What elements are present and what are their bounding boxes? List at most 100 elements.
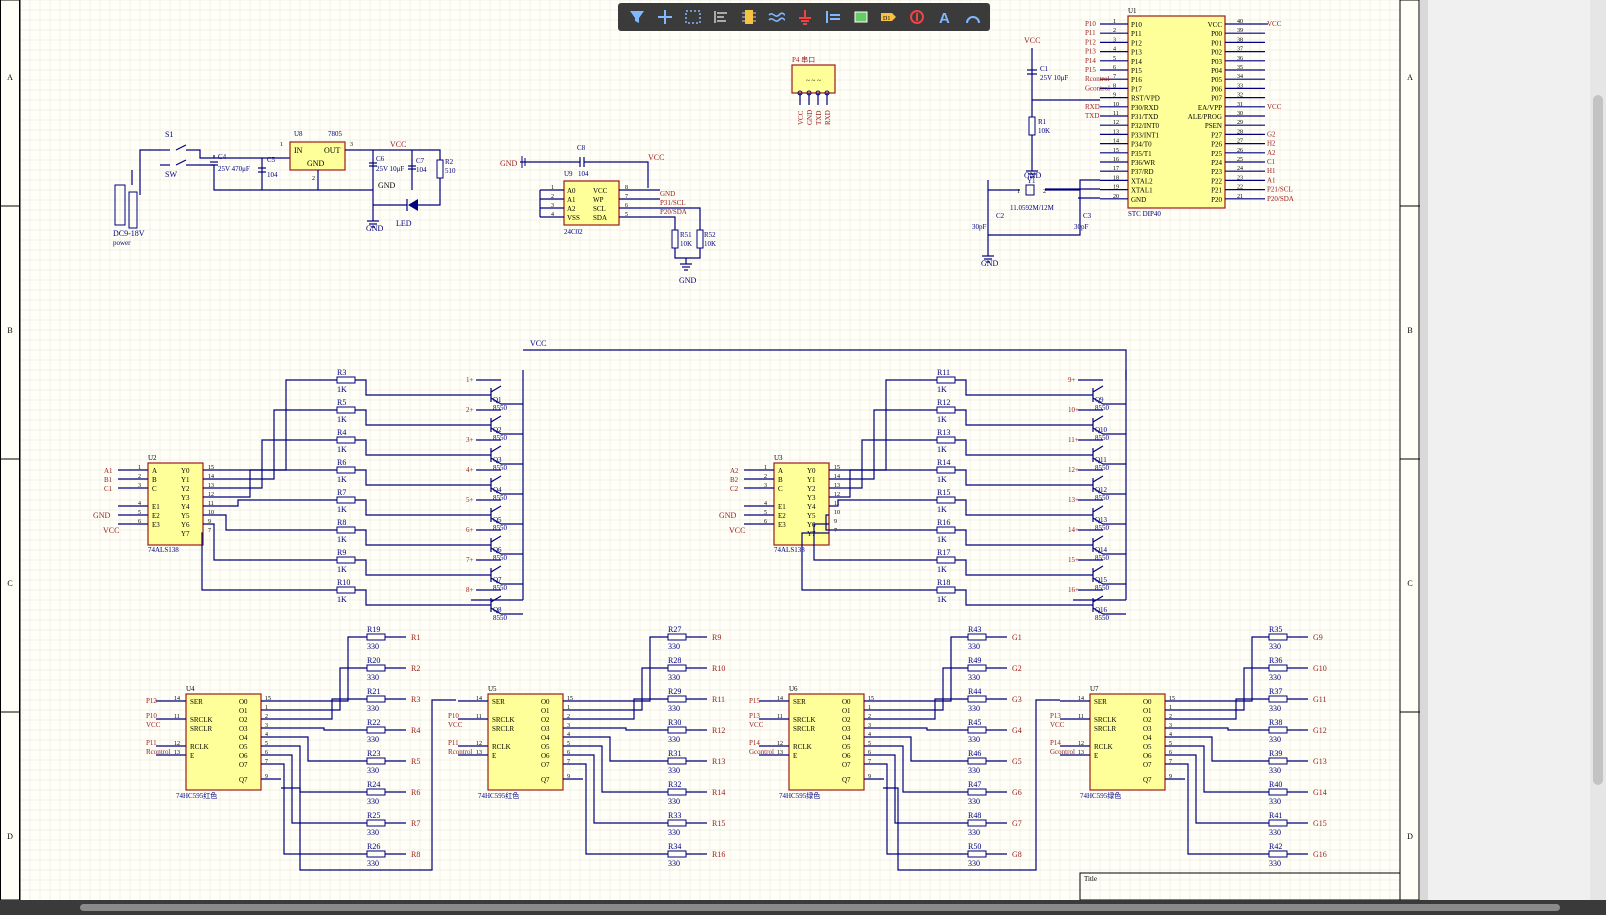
resistor[interactable] (366, 664, 386, 672)
decoder-u2[interactable] (147, 462, 204, 546)
dc-jack-icon[interactable] (114, 184, 126, 226)
resistor[interactable] (366, 819, 386, 827)
resistor[interactable] (667, 633, 687, 641)
text-tool-button[interactable]: A (932, 5, 958, 29)
wire[interactable] (563, 754, 668, 824)
transistor-icon[interactable] (490, 397, 502, 405)
wire[interactable] (563, 636, 668, 702)
resistor[interactable] (1028, 116, 1036, 136)
wire[interactable] (563, 763, 668, 855)
resistor[interactable] (336, 496, 356, 504)
resistor[interactable] (936, 466, 956, 474)
resistor[interactable] (667, 664, 687, 672)
component-tool-button[interactable] (736, 5, 762, 29)
resistor[interactable] (1268, 819, 1288, 827)
transistor-icon[interactable] (490, 415, 502, 423)
led-icon[interactable] (408, 199, 418, 211)
resistor[interactable] (967, 757, 987, 765)
resistor[interactable] (667, 757, 687, 765)
wire[interactable] (203, 514, 337, 531)
resistor[interactable] (936, 496, 956, 504)
serial-port-p4[interactable] (791, 64, 836, 94)
resistor[interactable] (1268, 695, 1288, 703)
resistor[interactable] (1268, 757, 1288, 765)
crosshair-tool-button[interactable] (652, 5, 678, 29)
transistor-icon[interactable] (490, 577, 502, 585)
vertical-scroll-thumb[interactable] (1593, 95, 1603, 785)
resistor[interactable] (366, 850, 386, 858)
transistor-icon[interactable] (1092, 415, 1104, 423)
resistor[interactable] (936, 376, 956, 384)
wire[interactable] (261, 636, 367, 702)
resistor[interactable] (1268, 788, 1288, 796)
wire[interactable] (563, 667, 668, 711)
wire[interactable] (261, 698, 367, 720)
switch-icon[interactable] (175, 159, 187, 166)
resistor[interactable] (336, 406, 356, 414)
resistor[interactable] (936, 436, 956, 444)
wire[interactable] (1165, 763, 1269, 855)
wire[interactable] (261, 736, 367, 762)
resistor[interactable] (366, 633, 386, 641)
shift-register-u4[interactable] (185, 693, 262, 791)
wire[interactable] (1165, 698, 1269, 720)
wire[interactable] (196, 164, 373, 191)
transistor-icon[interactable] (490, 607, 502, 615)
wire[interactable] (203, 469, 337, 498)
transistor-icon[interactable] (1092, 475, 1104, 483)
wire[interactable] (1165, 754, 1269, 824)
wire[interactable] (355, 529, 491, 546)
resistor[interactable] (667, 850, 687, 858)
wire[interactable] (955, 409, 1093, 426)
resistor[interactable] (967, 788, 987, 796)
transistor-icon[interactable] (490, 517, 502, 525)
wire[interactable] (1165, 745, 1269, 793)
transistor-icon[interactable] (490, 547, 502, 555)
resistor[interactable] (667, 819, 687, 827)
horizontal-scroll-thumb[interactable] (80, 904, 1560, 911)
wire[interactable] (801, 532, 937, 591)
wire[interactable] (864, 698, 968, 720)
wire[interactable] (1045, 189, 1081, 205)
transistor-icon[interactable] (490, 427, 502, 435)
wire[interactable] (674, 248, 701, 259)
wire[interactable] (955, 439, 1093, 456)
transistor-icon[interactable] (1092, 535, 1104, 543)
transistor-icon[interactable] (1092, 487, 1104, 495)
resistor[interactable] (1268, 726, 1288, 734)
wire[interactable] (261, 745, 367, 793)
mcu-stc-dip40[interactable] (1127, 15, 1226, 209)
wire[interactable] (203, 409, 337, 480)
resistor[interactable] (967, 819, 987, 827)
resistor[interactable] (366, 726, 386, 734)
shift-register-u5[interactable] (487, 693, 564, 791)
wire[interactable] (418, 178, 441, 206)
resistor[interactable] (366, 788, 386, 796)
wire[interactable] (261, 727, 367, 731)
wire[interactable] (203, 379, 337, 471)
transistor-icon[interactable] (1092, 607, 1104, 615)
transistor-icon[interactable] (490, 445, 502, 453)
resistor[interactable] (967, 850, 987, 858)
wire[interactable] (261, 763, 367, 855)
resistor[interactable] (936, 586, 956, 594)
transistor-icon[interactable] (490, 595, 502, 603)
wire[interactable] (829, 439, 937, 489)
wire[interactable] (261, 754, 367, 824)
transistor-icon[interactable] (490, 505, 502, 513)
filter-tool-button[interactable] (624, 5, 650, 29)
wire[interactable] (523, 349, 1127, 380)
transistor-icon[interactable] (1092, 547, 1104, 555)
wire[interactable] (864, 736, 968, 762)
wire[interactable] (864, 763, 968, 855)
wire[interactable] (355, 439, 491, 456)
transistor-icon[interactable] (1092, 517, 1104, 525)
resistor[interactable] (366, 757, 386, 765)
wire[interactable] (955, 529, 1093, 546)
wire[interactable] (563, 736, 668, 762)
wire[interactable] (829, 409, 937, 480)
wire[interactable] (864, 754, 968, 824)
wire[interactable] (829, 499, 937, 507)
sheet-symbol-tool-button[interactable] (848, 5, 874, 29)
transistor-icon[interactable] (1092, 427, 1104, 435)
